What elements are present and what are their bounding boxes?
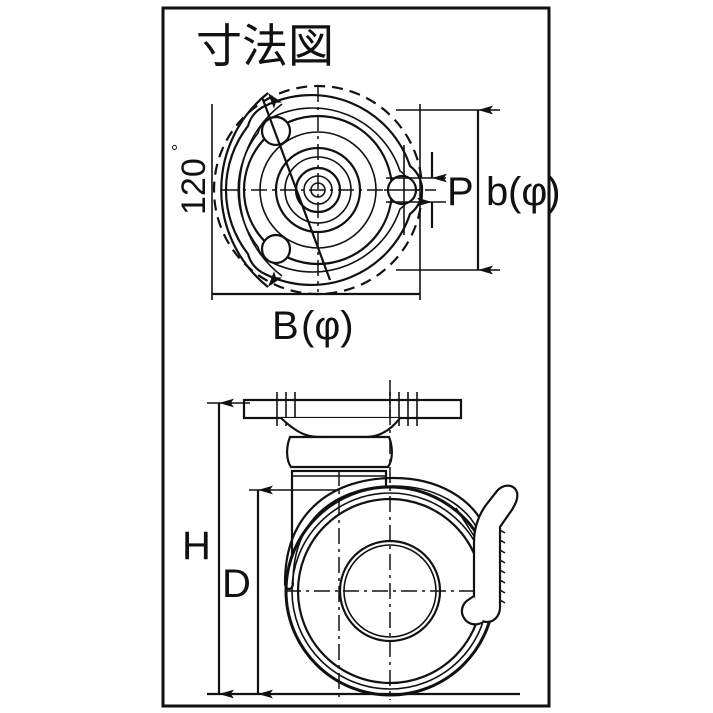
bolt-hole-lower-left xyxy=(260,233,292,265)
top-view: 120 ° B (φ) b (φ) P xyxy=(169,84,561,348)
dim-label-B-suffix: (φ) xyxy=(301,304,354,348)
brake-lever-pivot xyxy=(460,595,484,626)
page-title: 寸法図 xyxy=(196,19,334,73)
brake-band xyxy=(283,476,485,591)
dim-label-D: D xyxy=(222,562,251,606)
bolt-hole-upper-left xyxy=(260,115,292,147)
dim-label-b: b xyxy=(486,170,508,214)
dim-label-H: H xyxy=(182,524,211,568)
brake-pedal-serrations xyxy=(499,529,506,604)
brake-lever-link xyxy=(455,507,475,537)
swivel-bearing-cup xyxy=(286,435,393,469)
brake-band-end xyxy=(283,582,295,591)
dim-label-B: B xyxy=(272,304,299,348)
degree-symbol-label: ° xyxy=(169,144,189,151)
dim-label-b-suffix: (φ) xyxy=(508,170,561,214)
dimension-H: H xyxy=(182,398,250,699)
brake-pedal-body xyxy=(472,484,519,624)
dim-label-P: P xyxy=(447,170,474,214)
top-mounting-plate xyxy=(242,392,463,439)
angle-value-label: 120 xyxy=(175,158,213,215)
angle-arc-inner xyxy=(238,103,283,277)
wheel-centerlines xyxy=(285,380,500,700)
brake-band-inner xyxy=(292,485,479,584)
brake-lever xyxy=(455,484,519,626)
side-elevation-view: H D xyxy=(182,380,520,700)
angle-arc-outer xyxy=(220,92,282,288)
angle-dimension-120 xyxy=(220,92,332,288)
brake-band-outer xyxy=(283,476,485,584)
angle-label-group: 120 ° xyxy=(169,144,213,215)
mounting-plate-inner-edge xyxy=(237,107,411,273)
dimension-b: b (φ) xyxy=(396,105,561,275)
dimension-D: D xyxy=(222,485,340,699)
dimension-P: P xyxy=(386,145,474,235)
